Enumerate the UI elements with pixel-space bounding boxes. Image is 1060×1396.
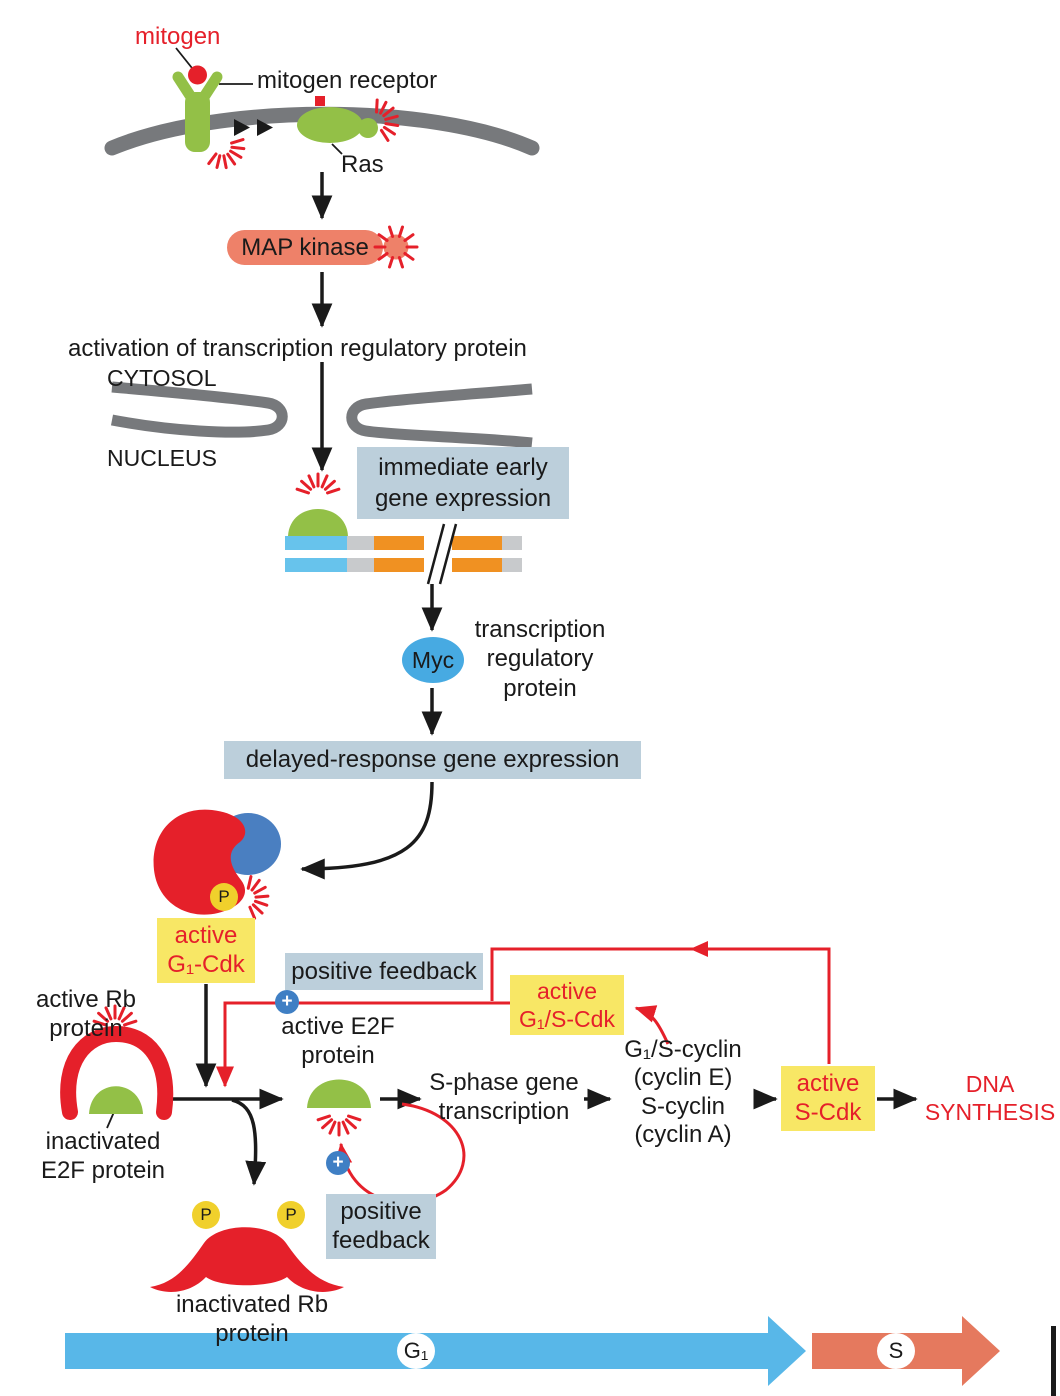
inactivated-e2f-protein-label: inactivated E2F protein bbox=[40, 1128, 166, 1185]
phospho-badge-g1cdk: P bbox=[210, 883, 238, 911]
inactivated-rb-protein-label: inactivated Rb protein bbox=[175, 1291, 329, 1348]
s-phase-gene-transcription-label: S-phase gene transcription bbox=[429, 1069, 579, 1126]
nucleus-label: NUCLEUS bbox=[107, 445, 217, 471]
plus-badge-bottom: + bbox=[326, 1151, 350, 1175]
activity-sparks-e2f bbox=[316, 1114, 362, 1137]
activity-sparks-g1cdk bbox=[245, 873, 272, 921]
dna-break-mark bbox=[426, 523, 458, 585]
gene-dna bbox=[285, 523, 522, 585]
mitogen-receptor-shape bbox=[172, 65, 223, 152]
cytosol-label: CYTOSOL bbox=[107, 365, 217, 391]
rb-e2f-complex bbox=[60, 1025, 174, 1120]
phospho-badge-rb-right: P bbox=[277, 1201, 305, 1229]
myc-label: Myc bbox=[411, 647, 455, 673]
map-kinase-label: MAP kinase bbox=[241, 234, 369, 261]
arrow-delayed-to-g1cdk bbox=[300, 781, 434, 880]
arrow-to-inactivated-rb bbox=[231, 1098, 267, 1186]
activity-sparks-receptor bbox=[205, 135, 254, 178]
map-kinase-shape bbox=[227, 230, 409, 265]
active-rb-protein-label: active Rb protein bbox=[35, 986, 137, 1043]
g1-phase-badge: G₁ bbox=[397, 1333, 435, 1369]
activity-sparks-dome bbox=[295, 472, 341, 495]
delayed-response-box: delayed-response gene expression bbox=[224, 741, 641, 779]
inactivated-rb-shape bbox=[150, 1227, 344, 1292]
figure-edge-mark bbox=[1051, 1326, 1056, 1396]
dna-synthesis-label: DNA SYNTHESIS bbox=[924, 1071, 1056, 1126]
phase-arrow-g1 bbox=[65, 1316, 806, 1386]
positive-feedback-top-box: positive feedback bbox=[285, 953, 483, 990]
activation-label: activation of transcription regulatory p… bbox=[68, 335, 527, 362]
ras-label: Ras bbox=[341, 151, 384, 178]
label-pointer-lines bbox=[106, 47, 343, 1129]
signal-flow-arrows bbox=[170, 172, 918, 1186]
myc-shape bbox=[402, 637, 464, 683]
feedback-g1scdk-to-rb-step bbox=[216, 1001, 512, 1088]
active-s-cdk-box: active S-Cdk bbox=[781, 1066, 875, 1131]
s-phase-badge: S bbox=[877, 1333, 915, 1369]
activation-chevrons bbox=[234, 119, 273, 136]
transcription-factor-dome bbox=[288, 509, 348, 536]
feedback-cyclins-to-g1scdk bbox=[634, 1005, 670, 1045]
immediate-early-box: immediate early gene expression bbox=[357, 447, 569, 519]
positive-feedback-arrows bbox=[216, 947, 831, 1204]
feedback-scdk-top-line bbox=[490, 947, 831, 1064]
active-e2f-dome bbox=[307, 1079, 371, 1108]
ras-shape bbox=[297, 96, 378, 143]
active-g1s-cdk-box: active G₁/S-Cdk bbox=[510, 975, 624, 1036]
mitogen-dot bbox=[188, 65, 207, 85]
transcription-regulatory-protein-label: transcription regulatory protein bbox=[474, 616, 606, 702]
active-e2f-protein-label: active E2F protein bbox=[281, 1013, 395, 1070]
feedback-e2f-loop bbox=[334, 1102, 466, 1204]
active-g1-cdk-box: active G₁-Cdk bbox=[157, 918, 255, 983]
phospho-badge-rb-left: P bbox=[192, 1201, 220, 1229]
cyclins-label: G₁/S-cyclin (cyclin E) S-cyclin (cyclin … bbox=[624, 1036, 742, 1148]
mitogen-receptor-label: mitogen receptor bbox=[257, 67, 438, 94]
mitogen-label: mitogen bbox=[135, 23, 221, 50]
feedback-mid-arrowhead bbox=[690, 941, 708, 957]
nuclear-envelope bbox=[110, 381, 533, 449]
positive-feedback-bottom-box: positive feedback bbox=[326, 1194, 436, 1259]
plus-badge-top: + bbox=[275, 990, 299, 1014]
